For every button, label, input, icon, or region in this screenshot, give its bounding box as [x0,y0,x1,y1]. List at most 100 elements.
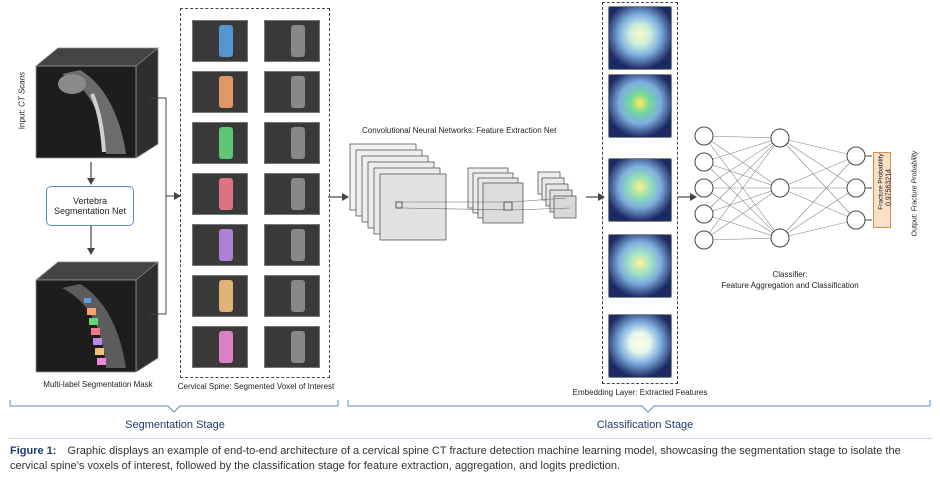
spine-segment [219,76,233,108]
voi-thumbnail-colored [192,326,248,368]
embedding-heatmap-slice [608,314,672,378]
classification-stage-label: Classification Stage [596,419,694,431]
network-edge [703,135,781,239]
network-edge [703,187,781,241]
classifier-subtitle: Feature Aggregation and Classification [721,281,859,290]
segmentation-stage-label: Segmentation Stage [125,419,225,431]
fracture-probability-value: 0.97563214 [885,169,893,206]
output-label-prefix: Output: [911,213,919,237]
voi-thumbnail-gray [264,71,320,113]
output-label: Output: Fracture Probability [912,139,919,249]
feature-map-stack-small [537,171,577,219]
voi-thumbnail-colored [192,20,248,62]
network-edge [779,137,857,221]
network-node [846,210,866,230]
embedding-heatmap-slice [608,158,672,222]
arrow-ct-to-net [87,162,95,185]
embedding-panel [602,2,678,384]
network-edge [703,187,781,215]
bracket-to-voi [150,97,181,315]
voi-thumbnail-colored [192,275,248,317]
network-edge [703,187,781,239]
network-edge [703,137,781,241]
network-node [694,204,714,224]
network-edge [779,187,857,221]
vertebra-net-label: Vertebra Segmentation Net [53,196,127,216]
network-edge [779,155,857,189]
voi-thumbnail-gray [264,122,320,164]
network-node [770,178,790,198]
voi-thumbnail-colored [192,224,248,266]
mask-cube-graphic [34,261,160,373]
feature-map-stack-large [349,143,447,241]
segmentation-mask-cube [32,258,160,376]
network-edge [779,187,857,239]
embedding-heatmap-slice [608,234,672,298]
network-edge [703,161,781,189]
network-edge [703,137,781,189]
spine-segment [291,280,305,312]
network-edge [703,161,781,239]
stage-brackets [9,400,931,413]
embedding-heatmap-slice [608,74,672,138]
input-ct-cube [32,44,160,162]
embedding-heatmap-slice [608,6,672,70]
network-node [846,178,866,198]
figure-caption: Figure 1: Graphic displays an example of… [10,444,930,474]
input-label: Input: CT Scans [18,61,27,141]
network-edge [779,137,857,189]
projection-lines [401,197,571,211]
network-node [770,128,790,148]
feature-map-stack-medium [467,167,524,224]
classifier-title: Classifier: [772,270,808,279]
arrow-embedding-to-classifier [678,193,697,201]
cnn-feature-maps [349,143,577,241]
voi-thumbnail-colored [192,173,248,215]
spine-segment [291,178,305,210]
network-node [846,146,866,166]
network-edge [703,135,781,139]
vertebra-segmentation-net-box: Vertebra Segmentation Net [46,186,134,226]
spine-segment [291,127,305,159]
network-edge [703,137,781,215]
arrow-voi-to-cnn [328,193,349,201]
network-node [770,228,790,248]
spine-segment [219,229,233,261]
spine-segment [219,331,233,363]
network-edge [703,137,781,163]
caption-divider [8,438,932,439]
caption-text: Graphic displays an example of end-to-en… [10,445,901,472]
spine-segment [219,280,233,312]
cnn-label: Convolutional Neural Networks: Feature E… [362,126,557,135]
voi-thumbnail-gray [264,173,320,215]
voi-thumbnail-gray [264,224,320,266]
fracture-probability-label: Fracture Probability [877,153,885,210]
embedding-label: Embedding Layer: Extracted Features [572,388,708,397]
spine-segment [291,25,305,57]
spine-segment [291,76,305,108]
voi-panel [180,8,330,378]
network-edge [703,213,781,239]
fracture-probability-box [873,152,891,228]
arrow-cnn-to-embedding [586,193,605,201]
spine-segment [291,331,305,363]
network-node [694,152,714,172]
classifier-network [694,126,872,250]
voi-thumbnail-gray [264,326,320,368]
voi-grid [180,8,328,376]
spine-segment [219,127,233,159]
spine-segment [219,25,233,57]
embedding-column [602,2,676,382]
network-edge [779,137,857,157]
figure-label: Figure 1: [10,445,57,457]
voi-thumbnail-colored [192,71,248,113]
network-edge [779,155,857,239]
input-label-value: CT Scans [17,71,27,107]
ct-cube-graphic [34,47,160,159]
network-node [694,178,714,198]
arrow-net-to-mask [87,226,95,255]
voi-thumbnail-gray [264,275,320,317]
network-edge [703,237,781,241]
input-label-prefix: Input: [17,109,27,130]
output-label-value: Fracture Probability [911,150,919,212]
